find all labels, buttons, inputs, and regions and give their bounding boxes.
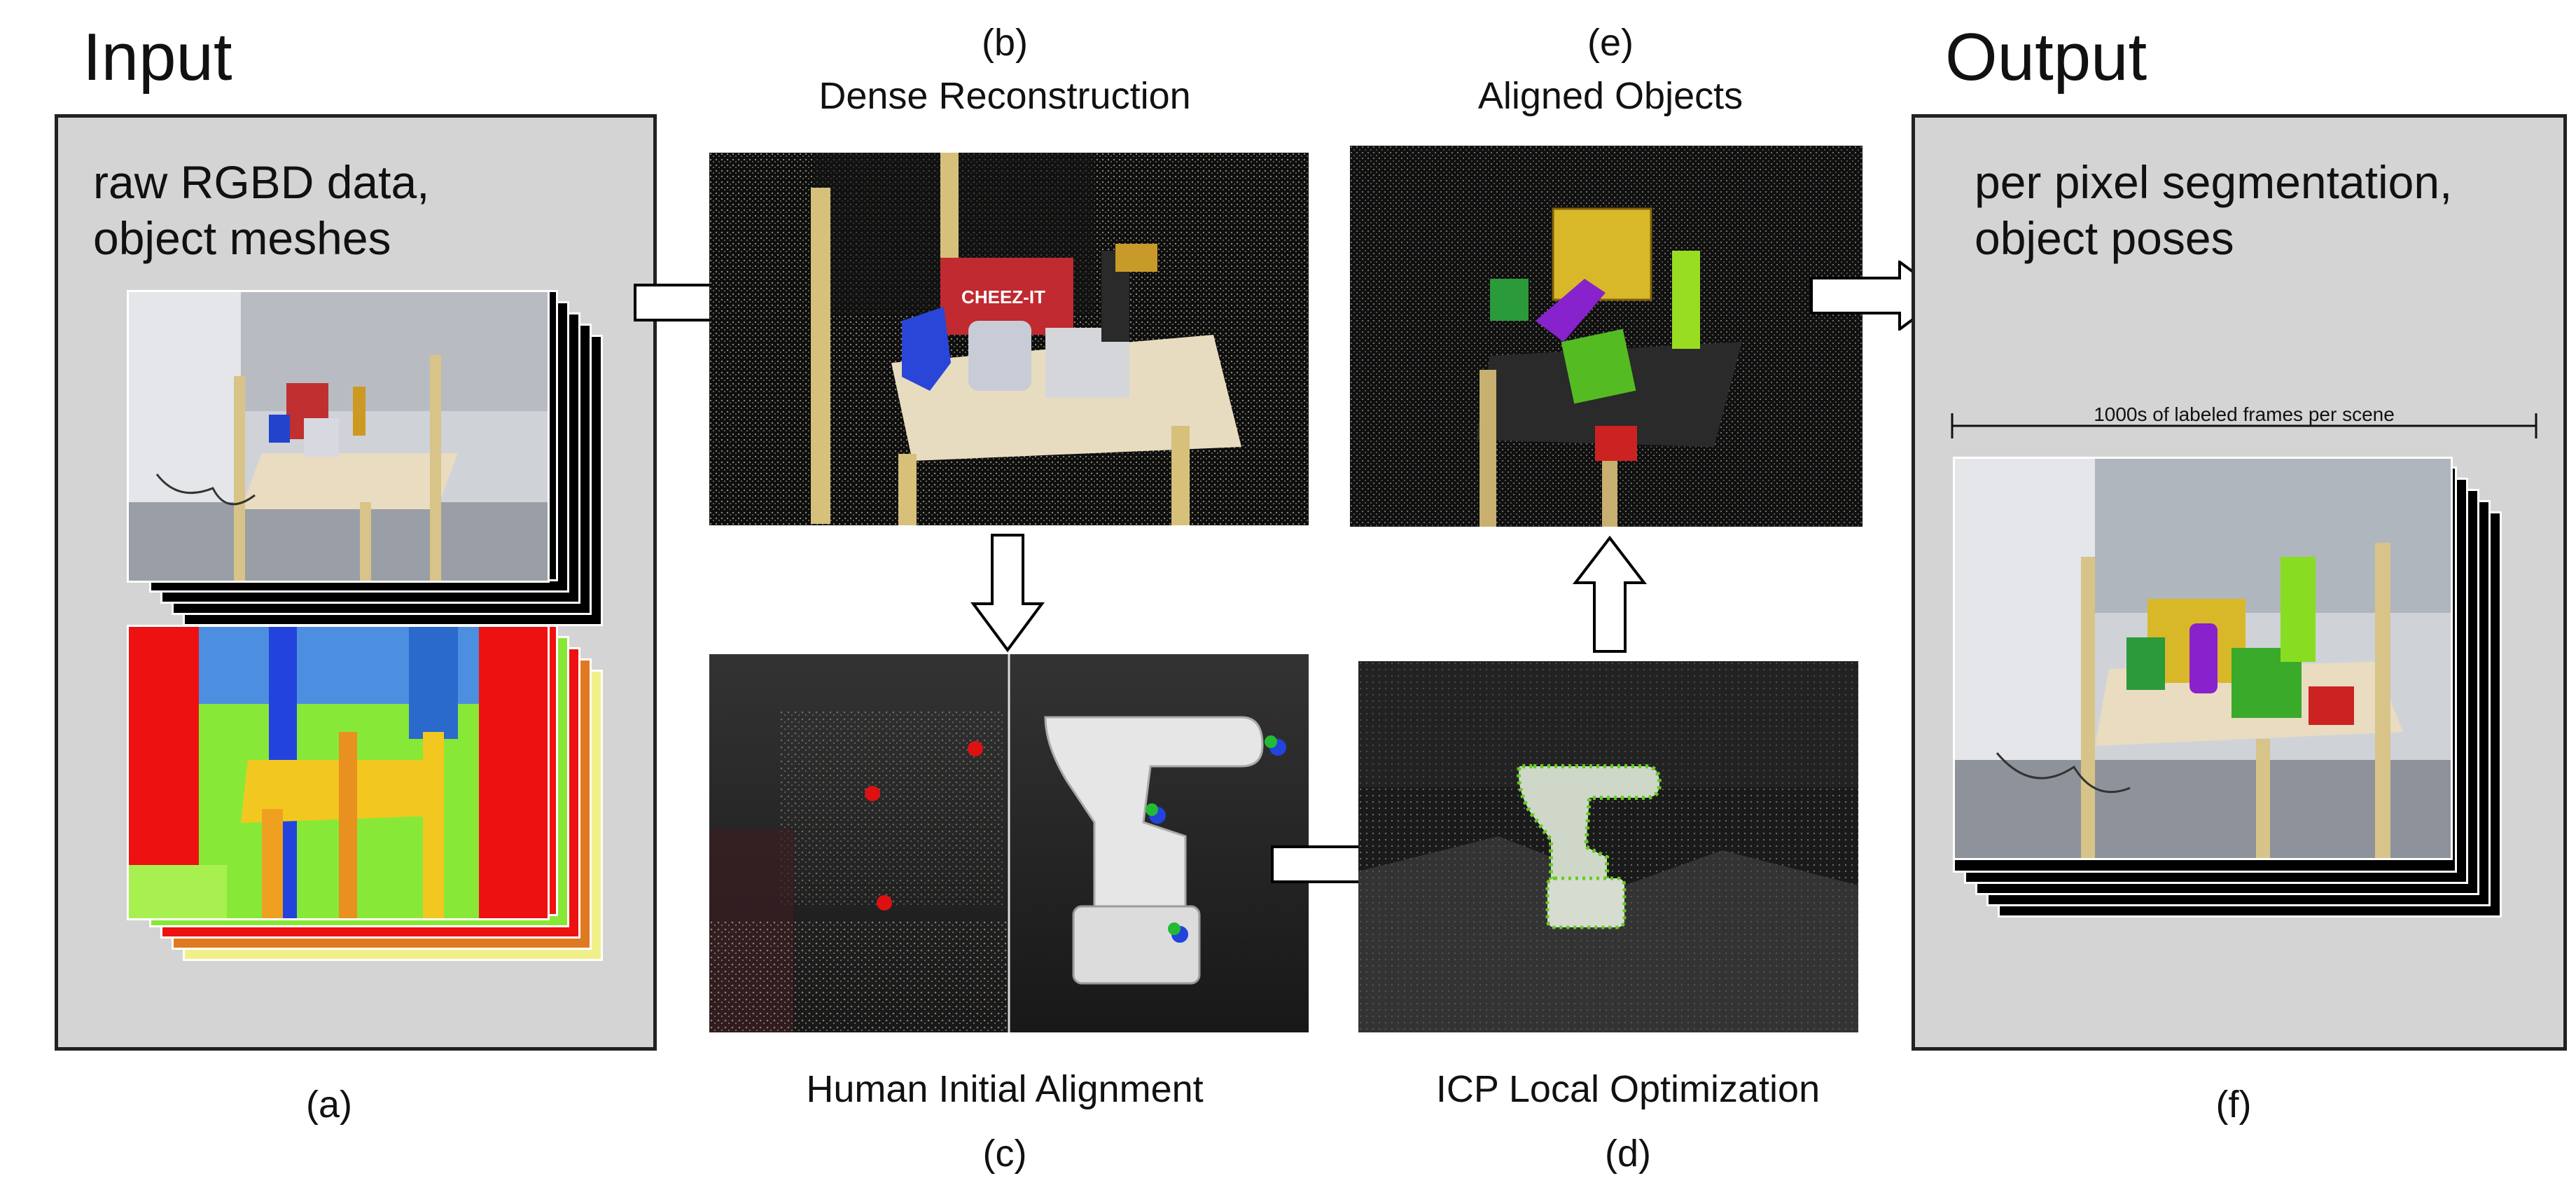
cheez-it-label: CHEEZ-IT: [961, 286, 1045, 307]
label-d: (d): [1605, 1133, 1651, 1175]
input-text-line2: object meshes: [93, 212, 391, 264]
output-text-line2: object poses: [1975, 212, 2234, 264]
input-text-line1: raw RGBD data,: [93, 156, 430, 208]
label-a: (a): [306, 1084, 352, 1126]
title-dense-reconstruction: Dense Reconstruction: [819, 75, 1191, 117]
label-c: (c): [982, 1133, 1027, 1175]
label-f: (f): [2215, 1084, 2252, 1126]
depth-frame-image: [127, 625, 550, 920]
dense-reconstruction-image: CHEEZ-IT: [709, 153, 1309, 525]
icp-optimization-image: [1358, 661, 1858, 1032]
label-e: (e): [1587, 22, 1634, 64]
frames-per-scene-dimension: [1951, 413, 2537, 438]
title-icp-local-optimization: ICP Local Optimization: [1435, 1068, 1820, 1110]
human-alignment-image: [709, 654, 1309, 1032]
rgb-frame-image: [127, 290, 550, 583]
arrow-to-aligned-objects: [1572, 535, 1648, 653]
title-human-initial-alignment: Human Initial Alignment: [806, 1068, 1204, 1110]
aligned-objects-image: [1350, 146, 1863, 527]
frames-per-scene-label: 1000s of labeled frames per scene: [2094, 403, 2395, 425]
output-panel: per pixel segmentation, object poses 100…: [1912, 114, 2567, 1051]
input-panel: raw RGBD data, object meshes: [55, 114, 657, 1051]
output-heading: Output: [1945, 20, 2147, 95]
segmentation-output-image: [1953, 457, 2453, 860]
label-b: (b): [982, 22, 1028, 64]
arrow-to-human-alignment: [970, 534, 1045, 653]
input-heading: Input: [83, 20, 232, 95]
title-aligned-objects: Aligned Objects: [1477, 75, 1743, 117]
output-text-line1: per pixel segmentation,: [1975, 156, 2453, 208]
